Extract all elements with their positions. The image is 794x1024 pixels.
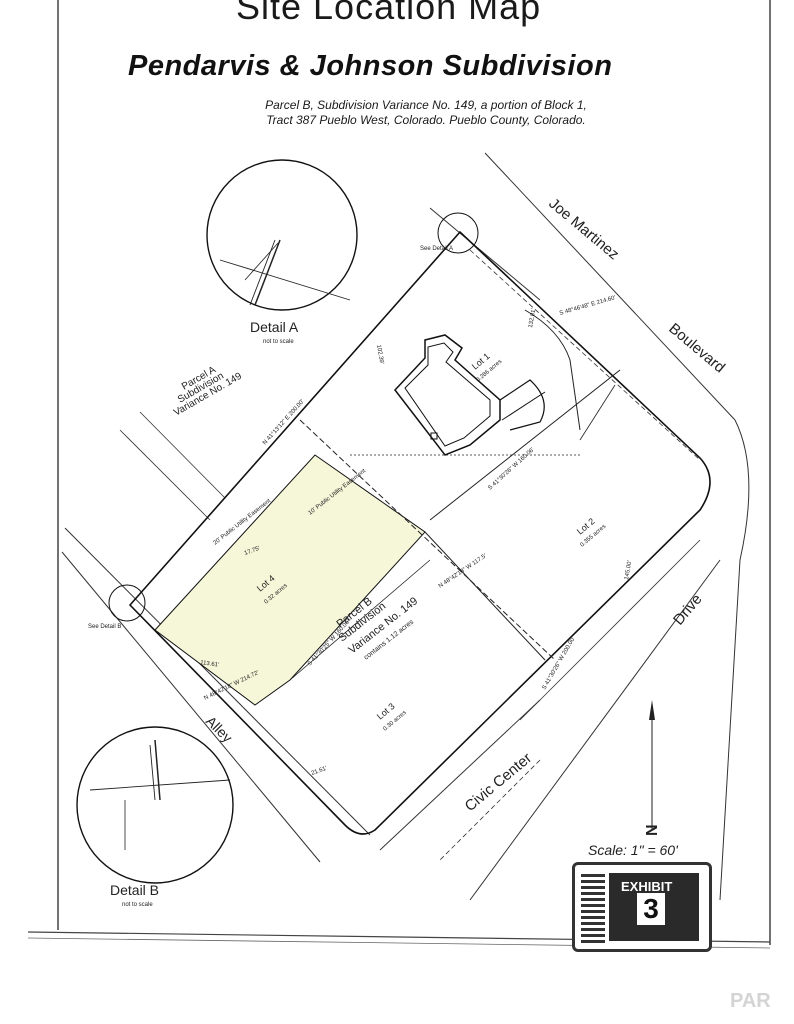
detail-b-line (89, 779, 231, 791)
bearing-label: N 41°13'12" E 200.00' (262, 399, 306, 447)
alley-line (119, 429, 211, 521)
distance-label: 17.75' (244, 546, 261, 557)
lot-line (289, 559, 431, 681)
map-subtitle: Pendarvis & Johnson Subdivision (128, 50, 613, 82)
legal-description-line-1: Parcel B, Subdivision Variance No. 149, … (265, 98, 587, 112)
exhibit-number: 3 (637, 893, 665, 925)
north-arrow-letter: N (644, 824, 661, 836)
street-line (719, 419, 750, 901)
street-line (429, 207, 541, 301)
exhibit-stamp-sidebar (581, 871, 605, 943)
street-label-civic-center: Civic Center (462, 750, 536, 816)
scale-label: Scale: 1" = 60' (588, 842, 678, 858)
distance-label: 113.61' (200, 660, 220, 669)
detail-a-line (249, 239, 276, 306)
street-label-boulevard: Boulevard (665, 320, 728, 376)
detail-b-line (149, 744, 156, 801)
street-line (379, 699, 541, 851)
building-wing (499, 379, 545, 431)
detail-a-line (244, 242, 279, 281)
detail-a-line (219, 259, 351, 301)
bearing-label: N 48°42'18" W 117.5' (438, 553, 488, 590)
street-line (484, 152, 736, 421)
parcel-b-boundary (128, 230, 711, 835)
lot-line (429, 369, 621, 521)
street-line (519, 539, 701, 721)
driveway-curve (524, 309, 581, 431)
distance-label: 145.00' (624, 560, 633, 580)
detail-a-not-to-scale: not to scale (263, 339, 294, 345)
exhibit-label: EXHIBIT (621, 879, 673, 894)
lot-line (299, 419, 556, 661)
lot-line (424, 531, 546, 661)
utility-box (430, 432, 438, 440)
street-line (469, 559, 721, 901)
building-footprint-inner (404, 342, 491, 447)
street-label-drive: Drive (670, 591, 706, 629)
legal-description-line-2: Tract 387 Pueblo West, Colorado. Pueblo … (266, 113, 586, 127)
distance-label: 102.39' (375, 344, 384, 364)
distance-label: 21.61' (311, 766, 328, 777)
north-arrow-head (649, 700, 655, 720)
bearing-label: S 48°46'48" E 214.60' (559, 295, 617, 317)
alley-line (64, 527, 371, 836)
detail-b-line (154, 739, 161, 801)
building-wing-line (501, 391, 546, 421)
bearing-label: S 41°30'26" W 200.00' (542, 636, 577, 691)
par-watermark: PAR (730, 990, 771, 1012)
lot-4-area (154, 454, 426, 706)
map-title: Site Location Map (236, 0, 542, 27)
alley-line (61, 551, 321, 863)
detail-b-circle (76, 726, 234, 884)
detail-b-not-to-scale: not to scale (122, 902, 153, 908)
distance-label: 132.01' (528, 308, 537, 328)
see-detail-a-marker (437, 212, 479, 254)
detail-a-line (254, 239, 281, 306)
street-centerline (469, 249, 701, 461)
driveway-line (579, 384, 616, 441)
detail-a-circle (206, 159, 358, 311)
building-footprint (394, 334, 501, 456)
exhibit-stamp: EXHIBIT 3 (572, 862, 712, 952)
detail-a-label: Detail A (250, 319, 299, 335)
street-centerline (439, 759, 541, 861)
detail-b-label: Detail B (110, 882, 159, 898)
alley-line (139, 411, 226, 499)
see-detail-a-label: See Detail A (420, 246, 453, 252)
see-detail-b-label: See Detail B (88, 624, 121, 630)
see-detail-b-marker (108, 584, 146, 622)
